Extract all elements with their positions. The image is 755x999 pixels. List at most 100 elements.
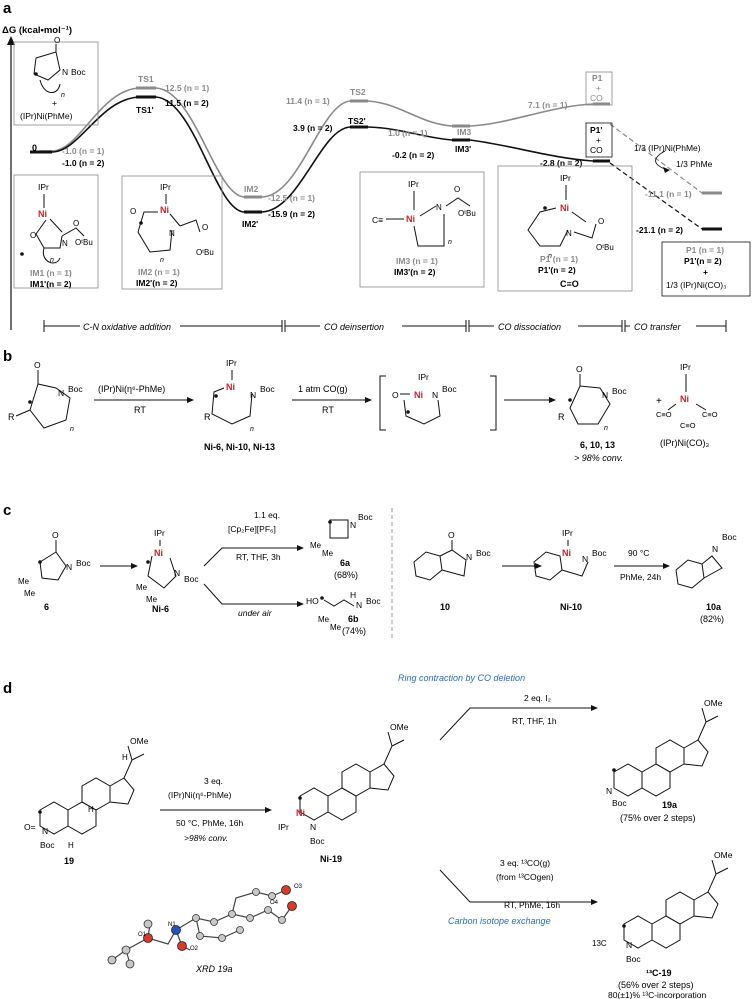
d-title-contraction: Ring contraction by CO deletion bbox=[398, 673, 525, 683]
c-oxidant: [Cp₂Fe][PF₆] bbox=[228, 524, 276, 534]
d-reagent-eq: 3 eq. bbox=[204, 776, 223, 786]
d-label-19a: 19a bbox=[662, 800, 678, 810]
b-compound-list: Ni-6, Ni-10, Ni-13 bbox=[204, 442, 275, 452]
b-arrow-2-head bbox=[365, 397, 372, 403]
svg-text:Boc: Boc bbox=[358, 512, 373, 522]
d-label-19: 19 bbox=[64, 856, 74, 866]
svg-text:IPr: IPr bbox=[408, 179, 419, 189]
c-label-10a: 10a bbox=[706, 602, 722, 612]
svg-text:Ni: Ni bbox=[562, 548, 571, 558]
svg-text:P1 (n = 1): P1 (n = 1) bbox=[540, 254, 578, 264]
svg-text:Boc: Boc bbox=[76, 558, 91, 568]
d-compound-19: O= N Boc OMe H H H bbox=[24, 736, 149, 850]
svg-text:n: n bbox=[548, 253, 552, 260]
start-structure-box: O N Boc n + (IPr)Ni(PhMe) bbox=[13, 36, 99, 126]
svg-text:Boc: Boc bbox=[184, 574, 199, 584]
svg-text:N: N bbox=[566, 229, 572, 238]
svg-text:O4: O4 bbox=[270, 900, 279, 906]
c-arrow-1-head bbox=[131, 563, 138, 569]
panel-label-b: b bbox=[3, 348, 12, 365]
panel-label-a: a bbox=[3, 0, 12, 17]
svg-text:N: N bbox=[58, 388, 64, 398]
svg-text:R: R bbox=[8, 412, 15, 422]
b-substrate: R O N Boc n bbox=[8, 360, 83, 433]
svg-text:Ni: Ni bbox=[160, 205, 169, 215]
p1-box-n1: P1 + CO bbox=[585, 71, 613, 106]
svg-text:OᵗBu: OᵗBu bbox=[458, 209, 476, 218]
svg-text:IM2'(n = 2): IM2'(n = 2) bbox=[136, 278, 178, 288]
d-label-13c19: ¹³C-19 bbox=[646, 968, 672, 978]
ts1-label: TS1 bbox=[138, 74, 154, 84]
svg-text:N: N bbox=[436, 203, 442, 212]
energy-axis-label: ΔG (kcal•mol⁻¹) bbox=[2, 25, 72, 36]
c-label-ni10: Ni-10 bbox=[560, 602, 582, 612]
svg-text:Me: Me bbox=[146, 595, 158, 604]
svg-text:O: O bbox=[598, 217, 604, 226]
svg-text:N: N bbox=[432, 390, 438, 400]
b-reagent-1: (IPr)Ni(η⁶-PhMe) bbox=[98, 384, 165, 394]
svg-text:O=: O= bbox=[24, 822, 36, 832]
svg-text:O: O bbox=[392, 390, 399, 400]
b-cond-2: RT bbox=[322, 405, 334, 415]
svg-text:P1': P1' bbox=[590, 125, 602, 135]
svg-text:R: R bbox=[204, 412, 211, 422]
d-xrd-label: XRD 19a bbox=[195, 964, 233, 974]
energy-end-n1: -11.1 (n = 1) bbox=[645, 189, 692, 199]
d-13co: 3 eq. ¹³CO(g) bbox=[500, 858, 550, 868]
stage-oxidative-addition: C-N oxidative addition bbox=[83, 322, 171, 332]
svg-text:n: n bbox=[160, 257, 164, 264]
b-arrow-1-head bbox=[187, 397, 194, 403]
svg-text:Me: Me bbox=[136, 583, 148, 592]
svg-text:N: N bbox=[582, 554, 588, 564]
svg-text:Ni: Ni bbox=[154, 548, 163, 558]
panel-label-d: d bbox=[3, 680, 12, 697]
svg-text:O: O bbox=[454, 185, 460, 194]
svg-text:N: N bbox=[606, 786, 612, 796]
co-transfer-byproduct: 1/3 PhMe bbox=[676, 159, 713, 169]
svg-text:n: n bbox=[604, 425, 608, 432]
d-incorporation: 80(±1)% ¹³C-incorporation bbox=[608, 990, 706, 999]
energy-ts2-n1: 11.4 (n = 1) bbox=[286, 96, 330, 106]
d-arrow-down bbox=[439, 869, 594, 903]
co-transfer-arc-head bbox=[663, 167, 670, 173]
svg-text:n: n bbox=[250, 426, 254, 433]
im1-structure-box: IPr Ni O N O OᵗBu n IM1 (n = 1) IM1'(n =… bbox=[13, 174, 99, 289]
svg-text:CO: CO bbox=[590, 145, 603, 155]
stage-co-dissociation: CO dissociation bbox=[498, 322, 561, 332]
svg-text:Boc: Boc bbox=[592, 548, 607, 558]
d-13co-source: (from ¹³COgen) bbox=[496, 872, 554, 882]
svg-text:N: N bbox=[466, 552, 472, 562]
svg-text:H: H bbox=[88, 805, 94, 814]
svg-text:OᵗBu: OᵗBu bbox=[596, 243, 614, 252]
svg-text:Ni: Ni bbox=[560, 203, 569, 213]
svg-text:N: N bbox=[169, 229, 175, 238]
c-cond-10-solvent: PhMe, 24h bbox=[620, 572, 661, 582]
svg-text:Boc: Boc bbox=[310, 836, 325, 846]
svg-text:IM1 (n = 1): IM1 (n = 1) bbox=[30, 268, 72, 278]
c-arrow-down-head bbox=[297, 601, 304, 607]
svg-text:+: + bbox=[596, 135, 601, 145]
svg-text:IPr: IPr bbox=[226, 358, 237, 368]
b-nico3: IPr Ni C≡O C≡O C≡O bbox=[656, 362, 718, 430]
co-transfer-arc bbox=[655, 150, 669, 171]
energy-p1-n1: 7.1 (n = 1) bbox=[528, 100, 568, 110]
svg-text:Ni: Ni bbox=[296, 808, 305, 818]
c-arrow-down bbox=[203, 583, 300, 605]
d-arrow-up-head bbox=[591, 705, 598, 711]
svg-text:O: O bbox=[54, 36, 60, 45]
svg-text:P1'(n = 2): P1'(n = 2) bbox=[538, 265, 576, 275]
d-label-ni19: Ni-19 bbox=[320, 854, 342, 864]
svg-text:O3: O3 bbox=[294, 884, 303, 890]
svg-text:(IPr)Ni(PhMe): (IPr)Ni(PhMe) bbox=[20, 111, 73, 121]
energy-im3-n2: -0.2 (n = 2) bbox=[392, 150, 434, 160]
svg-text:P1 (n = 1): P1 (n = 1) bbox=[686, 245, 724, 255]
b-intermediate-bracket: IPr Ni O N Boc bbox=[379, 372, 497, 431]
svg-text:Me: Me bbox=[18, 577, 30, 586]
zero-label: 0 bbox=[32, 143, 37, 153]
svg-text:Boc: Boc bbox=[626, 954, 641, 964]
d-conv: >98% conv. bbox=[184, 833, 228, 843]
ts1p-label: TS1' bbox=[136, 105, 154, 115]
svg-text:Ni: Ni bbox=[38, 209, 47, 219]
c-air: under air bbox=[238, 608, 273, 618]
